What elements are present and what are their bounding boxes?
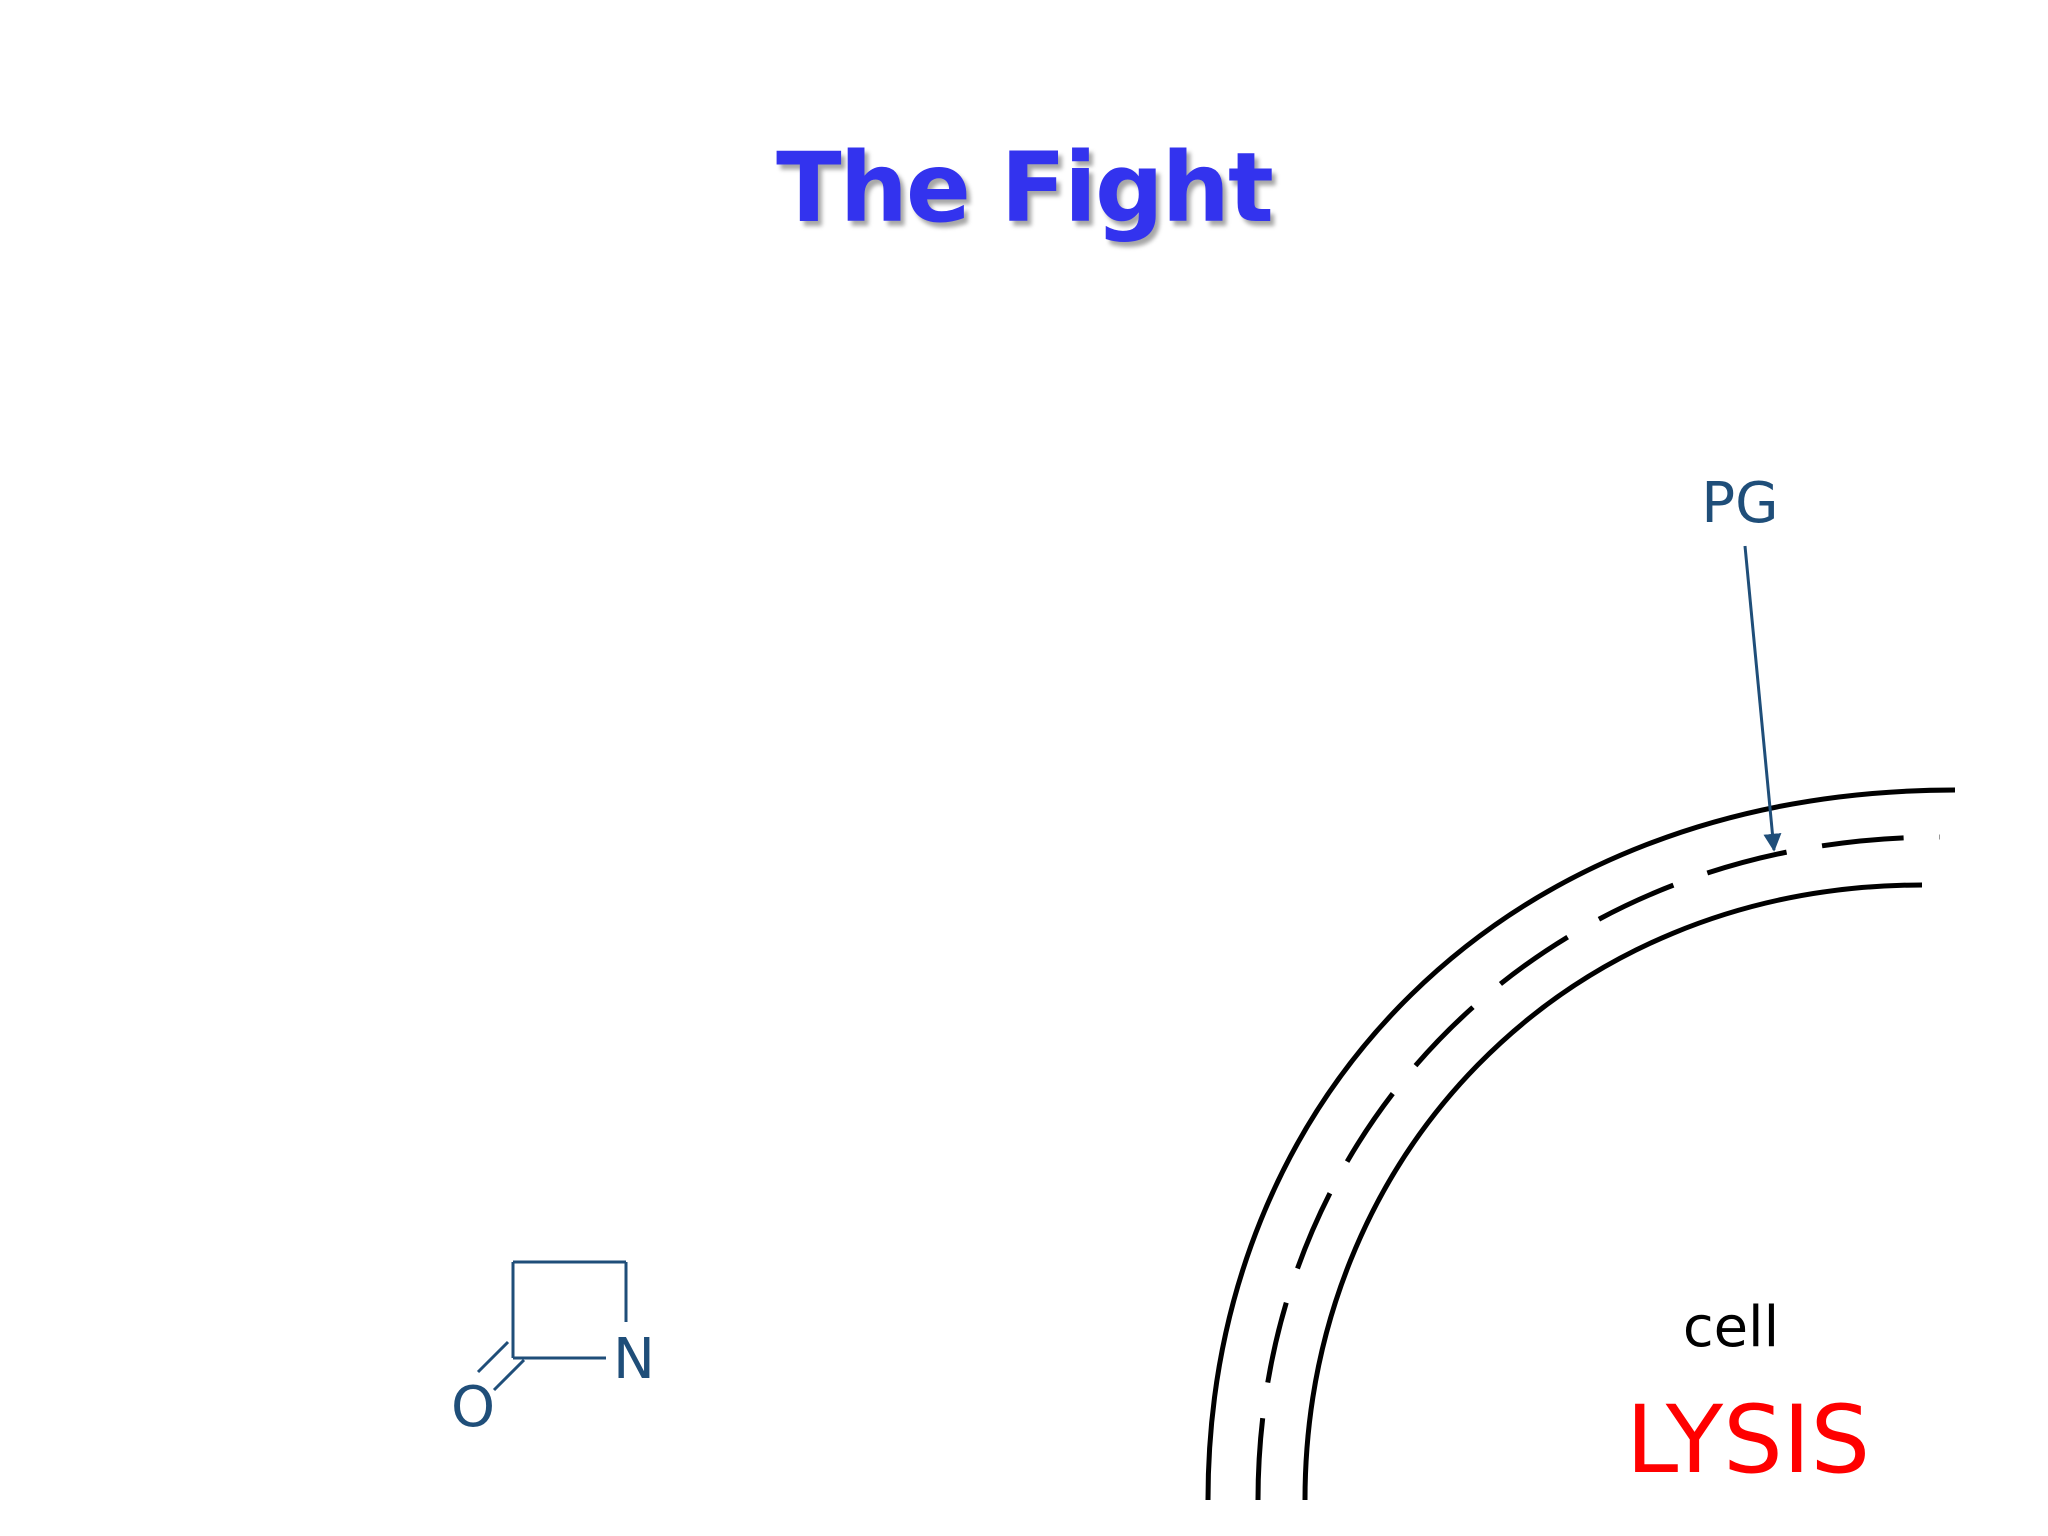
pg-annotation: PG [1701,471,1782,852]
outer-membrane [1205,787,1956,1501]
inner-membrane [1302,882,1923,1501]
carbonyl-bond-1 [476,1340,510,1374]
atom-o: O [451,1375,495,1440]
beta-lactam-structure: N O [451,1260,655,1440]
cell-label: cell [1683,1295,1779,1360]
carbonyl-bond-2 [492,1358,526,1392]
lysis-label: LYSIS [1626,1386,1870,1495]
pg-arrow [1743,545,1782,852]
pg-label: PG [1701,471,1778,536]
atom-n: N [613,1327,655,1392]
slide-title: The Fight [776,132,1274,244]
peptidoglycan-layer [1255,834,1941,1501]
cell-wall [1205,787,1956,1501]
